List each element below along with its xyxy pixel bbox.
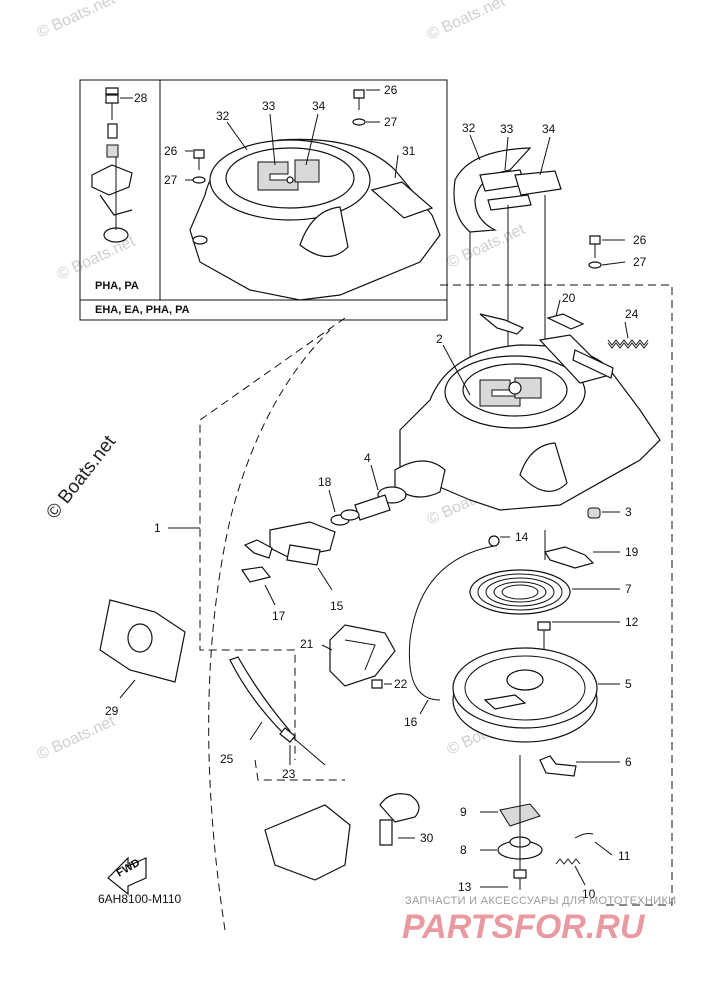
inset-starter-housing (189, 138, 441, 301)
callout-16: 16 (404, 715, 418, 729)
starter-rope-16 (408, 545, 495, 701)
part-23 (279, 727, 296, 743)
footer-site-logo: PARTSFOR.RU (402, 908, 646, 946)
watermark: © Boats.net (35, 0, 119, 42)
callout-24: 24 (625, 307, 639, 321)
inset-box: PHA, PA EHA, EA, PHA, PA (79, 79, 448, 321)
callout-5: 5 (625, 677, 632, 691)
callout-2: 2 (436, 332, 443, 346)
clip-30 (379, 793, 420, 846)
callout-3: 3 (625, 505, 632, 519)
callout-28: 28 (134, 91, 148, 105)
callout-23: 23 (282, 767, 296, 781)
callout-30: 30 (420, 831, 434, 845)
callout-14: 14 (515, 530, 529, 544)
callout-31: 31 (402, 144, 416, 158)
callout-21: 21 (300, 637, 314, 651)
watermark: © Boats.net (55, 233, 139, 284)
decal-set (453, 147, 562, 233)
footer-tagline: ЗАПЧАСТИ И АКСЕССУАРЫ ДЛЯ МОТОТЕХНИКИ (405, 895, 676, 907)
callout-27: 27 (633, 255, 647, 269)
callout-32: 32 (462, 121, 476, 135)
callout-26: 26 (633, 233, 647, 247)
callout-22: 22 (394, 677, 408, 691)
bolt-26 (589, 235, 601, 258)
inset-subframe (79, 79, 161, 301)
callout-1: 1 (154, 521, 161, 535)
callout-11: 11 (618, 849, 631, 863)
callout-6: 6 (625, 755, 632, 769)
callout-12: 12 (625, 615, 639, 629)
mount-bracket (264, 804, 351, 881)
inset-bolt-26-right (352, 89, 366, 126)
callout-26-inset-right: 26 (384, 83, 398, 97)
callout-17: 17 (272, 609, 286, 623)
callout-19: 19 (625, 545, 639, 559)
cable-end (479, 313, 525, 335)
part-4 (354, 460, 446, 521)
callout-4: 4 (364, 451, 371, 465)
pulley-5 (452, 647, 598, 743)
washer-27 (588, 261, 602, 269)
dashed-leader (440, 284, 673, 906)
part-19 (544, 546, 595, 569)
callout-9: 9 (460, 805, 467, 819)
part-11 (574, 833, 594, 839)
diagram-code: 6AH8100-M110 (98, 892, 181, 906)
callout-13: 13 (458, 880, 472, 894)
inset-label-top: PHA, PA (95, 280, 139, 292)
callout-29: 29 (105, 704, 119, 718)
bracket-21 (329, 624, 396, 687)
callout-27-inset-right: 27 (384, 115, 398, 129)
callout-33-inset: 33 (262, 99, 276, 113)
spring-10 (555, 858, 581, 865)
pad-29 (99, 599, 186, 683)
inset-bolt-26-left (192, 149, 206, 184)
cable-tail (289, 734, 326, 766)
callout-7: 7 (625, 582, 632, 596)
part-14 (488, 535, 500, 547)
spiral-spring-7 (469, 569, 571, 615)
part-18 (330, 509, 360, 526)
dashed-leader (208, 329, 331, 931)
lever-15 (269, 521, 336, 566)
callout-18: 18 (318, 475, 332, 489)
callout-34-inset: 34 (312, 99, 326, 113)
callout-33: 33 (500, 122, 514, 136)
watermark: © Boats.net (425, 0, 509, 44)
main-watermark: © Boats.net (42, 431, 120, 523)
part-6 (539, 755, 577, 777)
part-3 (587, 507, 601, 519)
stopper-20 (546, 313, 585, 330)
bolt-13 (513, 869, 527, 890)
inset-screw-stack (91, 94, 133, 243)
dashed-leader (199, 317, 346, 760)
callout-34: 34 (542, 122, 556, 136)
callout-26-inset-left: 26 (164, 144, 178, 158)
callout-15: 15 (330, 599, 344, 613)
spring-24 (607, 339, 649, 349)
callout-20: 20 (562, 291, 576, 305)
cable-25 (229, 656, 291, 736)
callout-32-inset: 32 (216, 109, 230, 123)
callout-27-inset-left: 27 (164, 173, 178, 187)
dashed-leader (254, 759, 345, 781)
inset-label-bottom: EHA, EA, PHA, PA (95, 304, 190, 316)
callout-10: 10 (582, 887, 596, 901)
bolt-22 (371, 679, 383, 689)
callout-8: 8 (460, 843, 467, 857)
part-17 (240, 539, 273, 583)
inset-bolt-28 (105, 87, 119, 95)
watermark: © Boats.net (35, 713, 119, 764)
fwd-arrow-icon: FWD (107, 856, 147, 896)
callout-25: 25 (220, 752, 234, 766)
